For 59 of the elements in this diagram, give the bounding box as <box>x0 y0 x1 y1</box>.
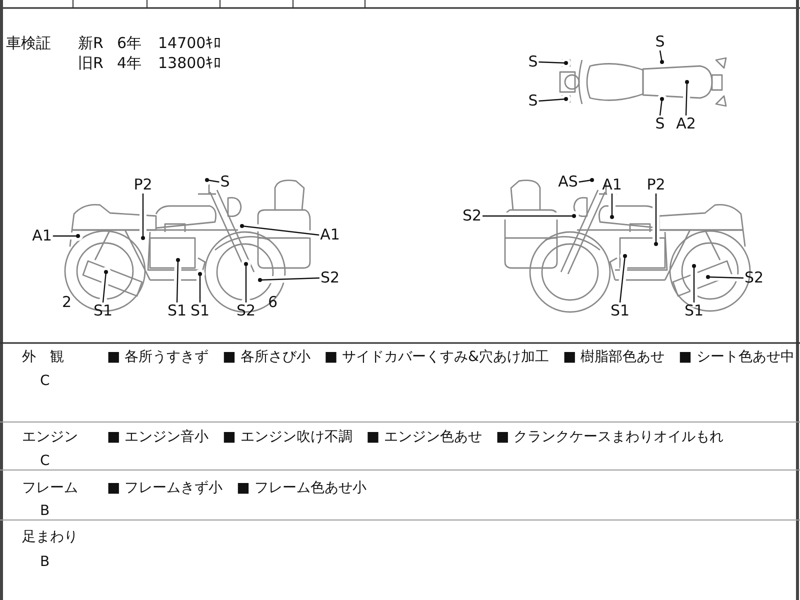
grade-text: C <box>40 372 50 390</box>
category-label: 外 観 <box>22 348 64 366</box>
part-code: S2 <box>461 208 483 224</box>
part-code: S <box>654 116 666 132</box>
part-code: A1 <box>31 228 53 244</box>
callout-number: 6 <box>268 293 278 311</box>
category-label: フレーム <box>22 479 78 497</box>
part-code: S2 <box>235 302 257 320</box>
part-code: S <box>219 174 231 190</box>
leader-line <box>176 258 180 303</box>
part-code: S1 <box>166 302 188 320</box>
leader-line <box>52 234 80 238</box>
registration-text: 新R <box>78 34 104 52</box>
leader-line <box>619 254 627 303</box>
leader-line <box>205 178 220 183</box>
remark-text: ■ エンジン音小 ■ エンジン吹け不調 ■ エンジン色あせ ■ クランクケースまわりオイルもれ <box>107 428 724 446</box>
leader-line <box>654 194 658 246</box>
part-code: S2 <box>319 270 341 286</box>
registration-label: 車検証 <box>6 34 51 52</box>
leader-line <box>538 61 568 65</box>
remark-text: ■ フレームきず小 ■ フレーム色あせ小 <box>107 479 366 497</box>
leader-line <box>482 214 576 218</box>
registration-text: 旧R <box>78 54 104 72</box>
motorcycle-top-view-drawing <box>559 57 727 107</box>
leader-line <box>141 194 145 240</box>
part-code: S <box>527 54 539 70</box>
remark-text: ■ 各所うすきず ■ 各所さび小 ■ サイドカバーくすみ&穴あけ加工 ■ 樹脂部色あせ ■ シート色あせ中 <box>107 348 794 366</box>
leader-line <box>258 277 320 282</box>
part-code: S1 <box>92 302 114 320</box>
grade-text: B <box>40 502 50 520</box>
part-code: A2 <box>675 116 697 132</box>
leader-line <box>659 97 664 116</box>
callout-number: 2 <box>62 293 72 311</box>
registration-text: 14700ｷﾛ <box>158 34 222 52</box>
registration-text: 6年 <box>117 34 142 52</box>
leader-line <box>240 224 320 236</box>
grade-text: B <box>40 553 50 571</box>
leader-line <box>659 50 664 64</box>
part-code: A1 <box>319 226 341 244</box>
part-code: S1 <box>609 302 631 320</box>
category-label: エンジン <box>22 428 78 446</box>
part-code: S <box>527 92 539 110</box>
leader-line <box>685 80 689 116</box>
leader-line <box>578 178 594 183</box>
part-code: A1 <box>601 176 623 194</box>
part-code: S <box>654 34 666 50</box>
leader-line <box>610 194 614 219</box>
registration-text: 13800ｷﾛ <box>158 54 222 72</box>
part-code: P2 <box>646 176 666 194</box>
grade-text: C <box>40 452 50 470</box>
part-code: AS <box>557 174 579 190</box>
category-label: 足まわり <box>22 528 78 546</box>
leader-line <box>198 272 202 302</box>
leader-line <box>538 97 568 102</box>
part-code: S1 <box>189 302 211 320</box>
part-code: S1 <box>683 302 705 320</box>
part-code: S2 <box>743 270 765 286</box>
part-code: P2 <box>132 176 154 194</box>
registration-text: 4年 <box>117 54 142 72</box>
